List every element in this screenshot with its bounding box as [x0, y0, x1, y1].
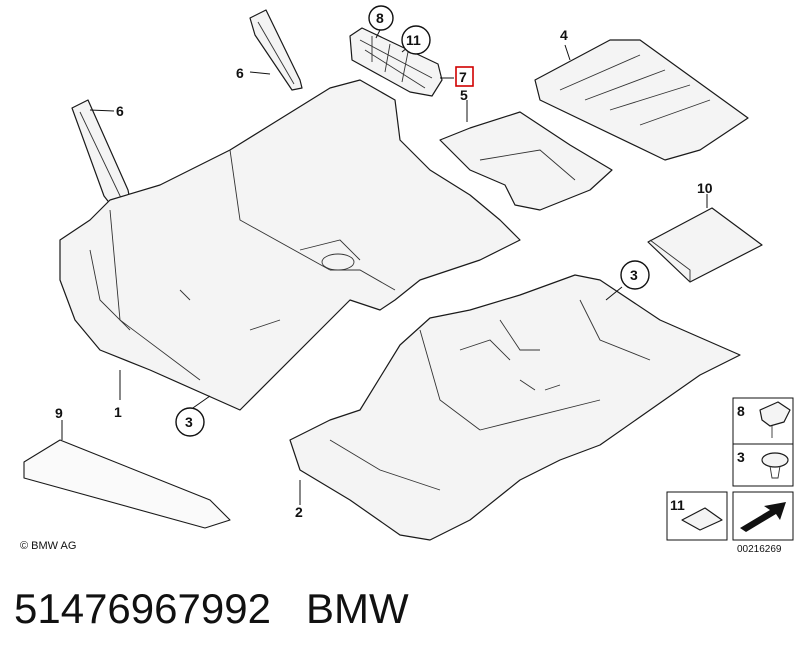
label-part-6-upper: 6	[236, 65, 244, 81]
label-part-7: 7	[459, 69, 467, 85]
label-part-3-lower: 3	[185, 414, 193, 430]
label-part-11: 11	[406, 32, 421, 48]
label-part-1: 1	[114, 404, 122, 420]
label-part-8: 8	[376, 10, 384, 26]
parts-diagram: 6 6 8 11 7 5 4 10 3 1 3 9 2 8 3 11	[23, 5, 794, 541]
leader-lines	[61, 29, 708, 505]
part-5-trim	[439, 111, 613, 211]
part-11-mesh-grille	[349, 27, 443, 97]
part-2-rear-carpet	[289, 274, 741, 541]
legend-fastener-11: 11	[666, 491, 728, 541]
part-9-mat	[23, 439, 231, 529]
document-number: 00216269	[737, 544, 782, 555]
legend-fastener-3: 3	[732, 443, 794, 487]
bracket-icon	[681, 507, 723, 531]
callout-labels: 6 6 8 11 7 5 4 10 3 1 3 9 2	[55, 5, 713, 520]
footer-caption: 51476967992 BMW	[14, 585, 409, 633]
label-part-2: 2	[295, 504, 303, 520]
highlight-part-7	[455, 66, 474, 87]
label-part-10: 10	[697, 180, 713, 196]
direction-arrow-icon	[740, 502, 786, 532]
label-part-5: 5	[460, 87, 468, 103]
label-part-4: 4	[560, 27, 568, 43]
brand-name: BMW	[305, 585, 409, 632]
label-part-6-left: 6	[116, 103, 124, 119]
label-part-3-upper: 3	[630, 267, 638, 283]
copyright-notice: © BMW AG	[20, 540, 77, 552]
label-part-9: 9	[55, 405, 63, 421]
legend-label-3: 3	[737, 449, 745, 465]
part-6-upper-trim	[249, 9, 303, 91]
legend-label-8: 8	[737, 403, 745, 419]
circle-part-8	[368, 5, 394, 31]
part-1-front-carpet	[59, 79, 521, 411]
circle-part-3-lower	[175, 407, 205, 437]
circle-part-11	[401, 25, 431, 55]
legend-arrow	[732, 491, 794, 541]
part-4-tray	[534, 39, 749, 161]
push-pin-icon	[761, 452, 789, 468]
circle-part-3-upper	[620, 260, 650, 290]
part-10-pad	[647, 207, 763, 283]
legend-fastener-8: 8	[732, 397, 794, 445]
clip-icon	[759, 401, 791, 427]
legend-label-11: 11	[670, 497, 685, 513]
part-number: 51476967992	[14, 585, 271, 632]
